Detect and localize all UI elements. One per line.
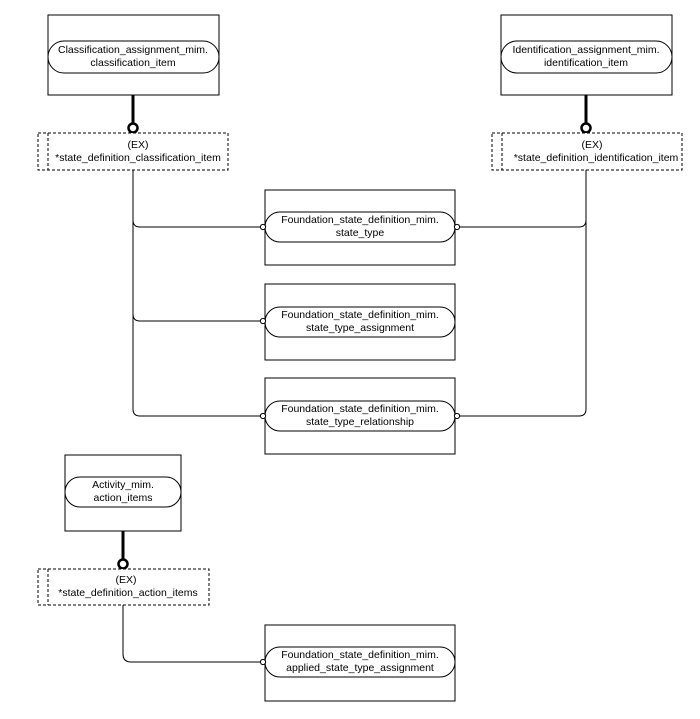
entity-name-pill: [47, 40, 220, 74]
select-type-name: *state_definition_identification_item: [514, 152, 679, 164]
entity-state-type[interactable]: Foundation_state_definition_mim. state_t…: [264, 189, 456, 266]
entity-name-pill: [500, 40, 673, 74]
relation-line-action-applied-state-type-assignment: [122, 605, 261, 663]
entity-schema-label: Foundation_state_definition_mim.: [281, 214, 439, 226]
entity-schema-label: Foundation_state_definition_mim.: [281, 649, 439, 661]
entity-state-type-relationship[interactable]: Foundation_state_definition_mim. state_t…: [264, 377, 456, 455]
select-type-box: [491, 132, 683, 171]
select-type-tag: (EX): [582, 139, 603, 151]
entity-schema-label: Foundation_state_definition_mim.: [281, 403, 439, 415]
relation-line-identification-state-type-relationship: [459, 220, 587, 417]
port-circle: [453, 412, 461, 420]
entity-schema-label: Classification_assignment_mim.: [58, 44, 208, 56]
entity-name-label: state_type_relationship: [306, 416, 414, 428]
connector-ring-action: [117, 558, 129, 570]
connector-ring-identification: [580, 122, 592, 134]
select-type-box: [37, 132, 229, 171]
port-circle: [259, 317, 267, 325]
entity-classification-item[interactable]: Classification_assignment_mim. classific…: [47, 14, 220, 96]
select-type-name: *state_definition_action_items: [58, 587, 198, 599]
entity-applied-state-type-assignment[interactable]: Foundation_state_definition_mim. applied…: [264, 624, 456, 702]
select-type-classification[interactable]: (EX) *state_definition_classification_it…: [37, 132, 229, 171]
select-type-tag: (EX): [128, 139, 149, 151]
port-circle: [259, 223, 267, 231]
select-type-name: *state_definition_classification_item: [55, 152, 221, 164]
port-circle: [453, 223, 461, 231]
select-type-action[interactable]: (EX) *state_definition_action_items: [37, 568, 210, 606]
entity-name-label: state_type_assignment: [306, 322, 414, 334]
entity-schema-label: Foundation_state_definition_mim.: [281, 309, 439, 321]
port-circle: [259, 412, 267, 420]
entity-name-label: action_items: [94, 492, 153, 504]
connector-ring-classification: [127, 122, 139, 134]
entity-schema-label: Activity_mim.: [92, 479, 154, 491]
relation-line-classification-state-type: [132, 170, 261, 228]
entity-name-label: classification_item: [90, 57, 175, 69]
entity-name-label: identification_item: [544, 57, 628, 69]
relation-line-classification-state-type-relationship: [132, 314, 261, 417]
entity-state-type-assignment[interactable]: Foundation_state_definition_mim. state_t…: [264, 283, 456, 361]
entity-name-pill: [64, 476, 182, 508]
port-circle: [259, 658, 267, 666]
relation-line-classification-state-type-assignment: [132, 220, 261, 322]
relation-line-identification-state-type: [459, 170, 587, 228]
entity-activity-action-items[interactable]: Activity_mim. action_items: [64, 454, 182, 532]
entity-name-label: applied_state_type_assignment: [286, 662, 434, 674]
entity-identification-item[interactable]: Identification_assignment_mim. identific…: [500, 14, 673, 96]
entity-schema-label: Identification_assignment_mim.: [512, 44, 659, 56]
select-type-tag: (EX): [116, 574, 137, 586]
select-type-identification[interactable]: (EX) *state_definition_identification_it…: [491, 132, 683, 171]
entity-name-label: state_type: [336, 227, 385, 239]
